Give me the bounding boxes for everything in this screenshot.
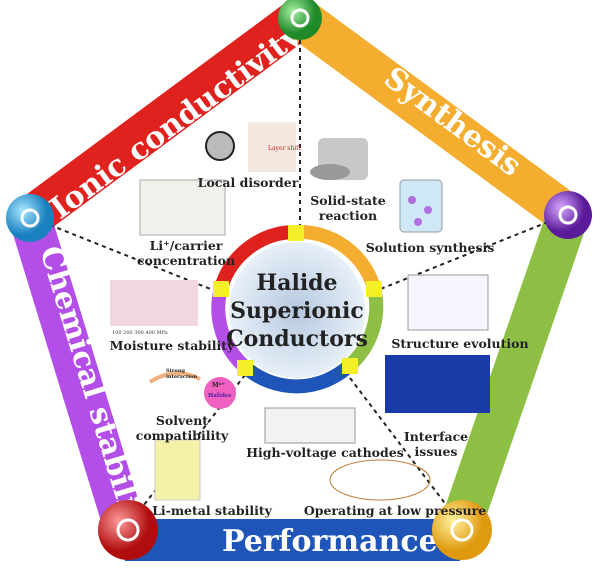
band-ionic-conductivity bbox=[17, 1, 313, 235]
svg-text:Mⁿ⁺: Mⁿ⁺ bbox=[212, 382, 225, 389]
beaker-icon bbox=[399, 179, 443, 233]
topic-solid-state-line1: Solid-state bbox=[310, 193, 385, 208]
band-chemical-stability bbox=[9, 211, 146, 535]
svg-text:Strong: Strong bbox=[166, 368, 186, 374]
carrier-figure bbox=[139, 179, 226, 236]
center-circle bbox=[229, 242, 365, 378]
topic-low-pressure: Operating at low pressure bbox=[304, 503, 486, 518]
band-synthesis bbox=[287, 1, 581, 232]
topic-solution-synthesis: Solution synthesis bbox=[366, 240, 495, 255]
svg-text:Halides: Halides bbox=[208, 393, 231, 399]
topic-solvent-line2: compatibility bbox=[136, 428, 229, 443]
topic-solid-state-line2: reaction bbox=[319, 208, 377, 223]
hv-cathode-chart-figure bbox=[264, 407, 356, 444]
raman-chart-figure bbox=[407, 274, 489, 331]
topic-carrier-line2: concentration bbox=[137, 253, 235, 268]
interface-xrd-figure bbox=[385, 355, 490, 413]
center-title-line3: Conductors bbox=[226, 326, 368, 352]
low-pressure-figure bbox=[329, 459, 431, 501]
topic-interface-line1: Interface bbox=[404, 429, 468, 444]
sphere-bottom-left bbox=[98, 500, 158, 560]
topic-carrier-line1: Li⁺/carrier bbox=[150, 238, 223, 253]
band-label-performance: Performance bbox=[222, 524, 438, 559]
svg-text:interaction: interaction bbox=[166, 374, 197, 380]
local-disorder-figure: Layer shift bbox=[205, 122, 301, 172]
band-label-synthesis: Synthesis bbox=[377, 60, 527, 183]
topic-high-voltage-cathodes: High-voltage cathodes bbox=[246, 445, 403, 460]
li-metal-figure bbox=[154, 439, 201, 501]
svg-text:Layer shift: Layer shift bbox=[268, 145, 301, 152]
center-title-line2: Superionic bbox=[230, 298, 364, 324]
moisture-figure: 100 200 300 400 MPa bbox=[110, 280, 198, 336]
pentagon-bands bbox=[9, 1, 588, 561]
topic-local-disorder: Local disorder bbox=[198, 175, 299, 190]
dashed-connectors bbox=[49, 40, 549, 511]
sphere-bottom-right bbox=[432, 500, 492, 560]
sphere-right bbox=[544, 191, 592, 239]
topic-structure-evolution: Structure evolution bbox=[391, 336, 528, 351]
topic-moisture-stability: Moisture stability bbox=[110, 338, 235, 353]
sphere-top bbox=[278, 0, 322, 40]
ring-connectors bbox=[213, 225, 382, 376]
svg-text:100 200 300 400 MPa: 100 200 300 400 MPa bbox=[112, 330, 168, 336]
topic-interface-line2: issues bbox=[415, 444, 458, 459]
band-in-situ-analysis bbox=[440, 208, 588, 535]
solvent-figure: Strong interaction Mⁿ⁺ Halides bbox=[148, 368, 236, 409]
solid-state-reactor-icon bbox=[310, 138, 368, 180]
topic-solvent-line1: Solvent bbox=[156, 413, 208, 428]
center-title-line1: Halide bbox=[256, 270, 337, 296]
sphere-left bbox=[6, 194, 54, 242]
topic-li-metal-stability: Li-metal stability bbox=[152, 503, 273, 518]
